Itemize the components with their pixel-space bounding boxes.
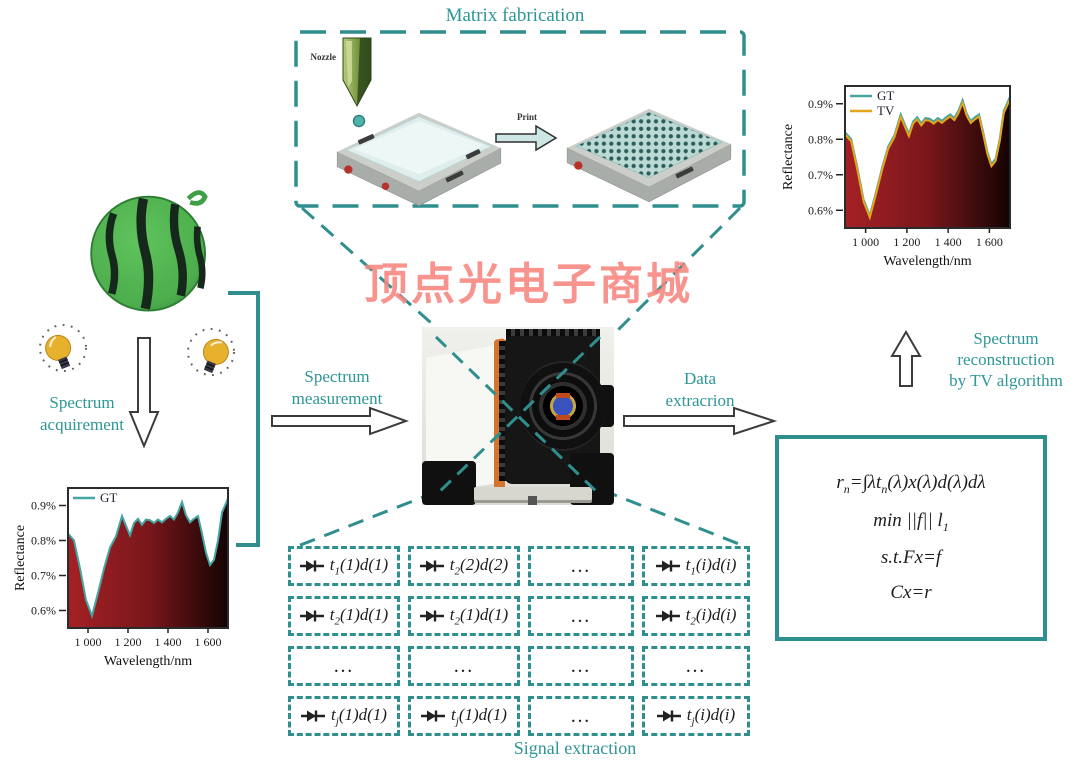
formula-line: rn=∫λtn(λ)x(λ)d(λ)dλ	[836, 471, 986, 496]
sensor-mark-bottom	[556, 415, 570, 420]
svg-text:GT: GT	[877, 88, 894, 103]
matrix-cell: tj(1)d(1)	[408, 696, 520, 736]
svg-text:0.7%: 0.7%	[31, 569, 56, 583]
photodiode-icon	[655, 610, 680, 622]
sensor-mark-top	[556, 393, 570, 398]
svg-text:1 000: 1 000	[852, 235, 879, 249]
svg-text:1 400: 1 400	[935, 235, 962, 249]
photodiode-icon	[421, 710, 446, 722]
matrix-cell: t2(1)d(1)	[408, 596, 520, 636]
camera-lens-and-sensor	[520, 361, 606, 451]
photodiode-icon	[299, 560, 324, 572]
svg-text:Reflectance: Reflectance	[782, 124, 796, 190]
matrix-cell: …	[642, 646, 750, 686]
photodiode-icon	[299, 610, 324, 622]
svg-text:0.7%: 0.7%	[808, 168, 833, 182]
formula-line: min ||f|| l1	[873, 509, 949, 534]
matrix-cell: tj(i)d(i)	[642, 696, 750, 736]
data-extraction-arrow	[623, 406, 778, 436]
right-spectrum-chart: 0.6% 0.7% 0.8% 0.9% 1 000 1 200 1 400 1 600Wave…	[782, 70, 1022, 270]
watermelon-illustration	[90, 190, 208, 312]
down-arrow	[128, 337, 160, 448]
svg-text:0.9%: 0.9%	[808, 97, 833, 111]
svg-text:0.8%: 0.8%	[31, 534, 56, 548]
svg-text:Reflectance: Reflectance	[14, 525, 28, 591]
acquirement-bracket	[228, 291, 260, 547]
matrix-fabrication-title: Matrix fabrication	[445, 5, 585, 26]
photodiode-icon	[301, 710, 326, 722]
svg-text:1 600: 1 600	[976, 235, 1003, 249]
matrix-cell: …	[528, 596, 634, 636]
spectrum-reconstruction-label: Spectrum reconstruction by TV algorithm	[949, 329, 1063, 390]
photodiode-icon	[656, 710, 681, 722]
photodiode-icon	[419, 560, 444, 572]
matrix-cell: t2(1)d(1)	[288, 596, 400, 636]
matrix-cell: t2(2)d(2)	[408, 546, 520, 586]
funnel-top-right-line	[608, 206, 742, 340]
matrix-cell: …	[288, 646, 400, 686]
svg-text:0.6%: 0.6%	[808, 203, 833, 217]
svg-text:Wavelength/nm: Wavelength/nm	[883, 254, 971, 269]
blank-substrate-plate	[336, 112, 502, 207]
svg-text:Wavelength/nm: Wavelength/nm	[104, 654, 192, 669]
camera-photo	[422, 327, 614, 505]
svg-text:0.8%: 0.8%	[808, 132, 833, 146]
funnel-bottom-right-line	[601, 488, 745, 548]
svg-text:1 400: 1 400	[155, 635, 182, 649]
lightbulb-right-icon	[187, 328, 235, 376]
matrix-cell: t1(1)d(1)	[288, 546, 400, 586]
matrix-cell: …	[528, 546, 634, 586]
svg-text:1 000: 1 000	[75, 635, 102, 649]
lightbulb-left-icon	[39, 324, 87, 372]
matrix-cell: …	[528, 646, 634, 686]
svg-text:TV: TV	[877, 103, 895, 118]
left-spectrum-chart: 0.6% 0.7% 0.8% 0.9% 1 000 1 200 1 400 1 600Wave…	[14, 478, 236, 670]
svg-text:GT: GT	[100, 490, 117, 505]
bench-hardware-left	[422, 461, 476, 505]
matrix-cell: …	[528, 696, 634, 736]
nozzle-label: Nozzle	[310, 52, 336, 62]
signal-extraction-label: Signal extraction	[513, 738, 637, 758]
spectrum-acquirement-label: Spectrum acquirement	[39, 393, 124, 434]
printed-matrix-plate	[566, 108, 732, 203]
print-label: Print	[517, 112, 537, 122]
matrix-cell: t1(i)d(i)	[642, 546, 750, 586]
print-arrow	[495, 124, 558, 152]
svg-text:0.9%: 0.9%	[31, 499, 56, 513]
svg-text:1 600: 1 600	[195, 635, 222, 649]
ink-droplet	[352, 114, 366, 128]
svg-text:1 200: 1 200	[893, 235, 920, 249]
funnel-bottom-left-line	[297, 490, 437, 548]
formula-line: Cx=r	[890, 582, 932, 604]
matrix-fabrication-dashed-box	[294, 30, 746, 208]
matrix-cell: tj(1)d(1)	[288, 696, 400, 736]
camera-mount-pole	[528, 496, 537, 505]
photodiode-icon	[419, 610, 444, 622]
data-extraction-label: Data extracrion	[665, 369, 735, 410]
funnel-top-left-line	[301, 206, 449, 340]
spectrum-measurement-label: Spectrum measurement	[291, 367, 383, 408]
matrix-cell: …	[408, 646, 520, 686]
formula-line: s.t.Fx=f	[880, 547, 942, 569]
signal-matrix: t1(1)d(1) t2(2)d(2)… t1(i)d(i) t2(1)d(1)…	[288, 546, 750, 736]
svg-text:1 200: 1 200	[115, 635, 142, 649]
photodiode-icon	[655, 560, 680, 572]
measurement-arrow	[271, 406, 409, 436]
reconstruction-up-arrow	[890, 330, 922, 387]
watermark-text: 顶点光电子商城	[364, 259, 693, 310]
svg-text:0.6%: 0.6%	[31, 604, 56, 618]
printer-nozzle	[342, 37, 372, 108]
algorithm-formula-box: rn=∫λtn(λ)x(λ)d(λ)dλ min ||f|| l1 s.t.Fx…	[775, 435, 1047, 641]
matrix-cell: t2(i)d(i)	[642, 596, 750, 636]
